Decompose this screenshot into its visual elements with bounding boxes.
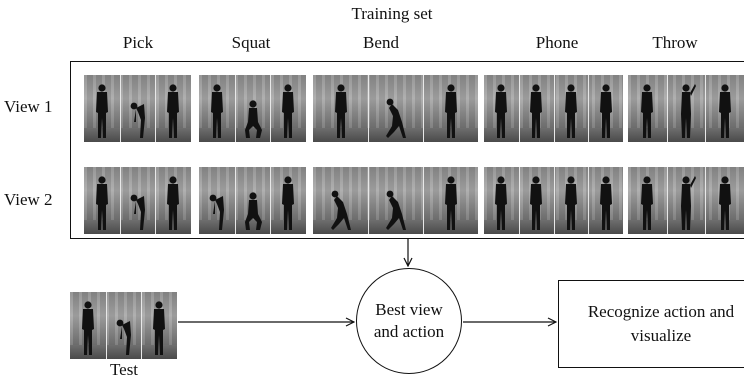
person-silhouette — [530, 84, 542, 138]
action-header-pick: Pick — [122, 33, 154, 52]
person-silhouette — [641, 176, 653, 230]
person-silhouette — [167, 176, 179, 230]
best-view-node: Best view and action — [356, 268, 462, 374]
person-silhouette — [82, 301, 94, 355]
person-silhouette — [245, 100, 262, 138]
frame-separator — [705, 167, 706, 234]
frame-separator — [120, 167, 121, 234]
frame-separator — [423, 167, 424, 234]
frame-separator — [368, 75, 369, 142]
person-silhouette — [530, 176, 542, 230]
frame-separator — [667, 75, 668, 142]
view-label-2: View 2 — [4, 190, 53, 209]
test-label: Test — [109, 360, 139, 379]
person-silhouette — [130, 194, 145, 230]
person-silhouette — [331, 190, 351, 230]
recognize-output-node: Recognize action and visualize — [558, 280, 744, 368]
frame-separator — [141, 292, 142, 359]
person-silhouette — [116, 319, 131, 355]
frame-separator — [519, 167, 520, 234]
thumb-pick-view2 — [84, 167, 191, 234]
person-silhouette — [335, 84, 347, 138]
person-silhouette — [153, 301, 165, 355]
person-silhouette — [641, 84, 653, 138]
person-silhouette — [719, 84, 731, 138]
person-silhouette — [282, 84, 294, 138]
frame-separator — [155, 75, 156, 142]
frame-separator — [588, 75, 589, 142]
frame-separator — [705, 75, 706, 142]
training-set-frame — [70, 61, 744, 239]
person-silhouette — [495, 176, 507, 230]
frame-separator — [270, 167, 271, 234]
person-silhouette — [600, 84, 612, 138]
person-silhouette — [445, 176, 457, 230]
frame-separator — [667, 167, 668, 234]
thumb-phone-view1 — [484, 75, 623, 142]
person-silhouette — [386, 98, 406, 138]
person-silhouette — [282, 176, 294, 230]
thumb-throw-view2 — [628, 167, 744, 234]
thumb-pick-view1 — [84, 75, 191, 142]
person-silhouette — [96, 84, 108, 138]
person-silhouette — [167, 84, 179, 138]
frame-separator — [423, 75, 424, 142]
person-silhouette — [386, 190, 406, 230]
recognize-line2: visualize — [630, 326, 692, 345]
person-silhouette — [565, 84, 577, 138]
best-view-line1: Best view — [375, 300, 443, 319]
thumb-throw-view1 — [628, 75, 744, 142]
frame-separator — [120, 75, 121, 142]
frame-separator — [554, 75, 555, 142]
person-silhouette — [130, 102, 145, 138]
frame-separator — [235, 75, 236, 142]
thumb-bend-view2 — [313, 167, 478, 234]
recognize-line1: Recognize action and — [587, 302, 735, 321]
frame-separator — [155, 167, 156, 234]
thumb-bend-view1 — [313, 75, 478, 142]
person-silhouette — [495, 84, 507, 138]
frame-separator — [368, 167, 369, 234]
person-silhouette — [600, 176, 612, 230]
thumb-phone-view2 — [484, 167, 623, 234]
frame-separator — [106, 292, 107, 359]
person-silhouette — [245, 192, 262, 230]
person-silhouette — [681, 84, 696, 138]
thumb-squat-view2 — [199, 167, 306, 234]
thumb-test — [70, 292, 177, 359]
person-silhouette — [445, 84, 457, 138]
thumb-squat-view1 — [199, 75, 306, 142]
best-view-line2: and action — [373, 322, 445, 341]
person-silhouette — [565, 176, 577, 230]
action-header-squat: Squat — [231, 33, 271, 52]
person-silhouette — [211, 84, 223, 138]
person-silhouette — [719, 176, 731, 230]
person-silhouette — [96, 176, 108, 230]
frame-separator — [554, 167, 555, 234]
frame-separator — [588, 167, 589, 234]
person-silhouette — [681, 176, 696, 230]
frame-separator — [519, 75, 520, 142]
action-header-phone: Phone — [535, 33, 579, 52]
frame-separator — [270, 75, 271, 142]
action-header-throw: Throw — [652, 33, 698, 52]
view-label-1: View 1 — [4, 97, 53, 116]
action-header-bend: Bend — [363, 33, 399, 52]
training-set-title: Training set — [351, 4, 433, 23]
frame-separator — [235, 167, 236, 234]
person-silhouette — [209, 194, 224, 230]
